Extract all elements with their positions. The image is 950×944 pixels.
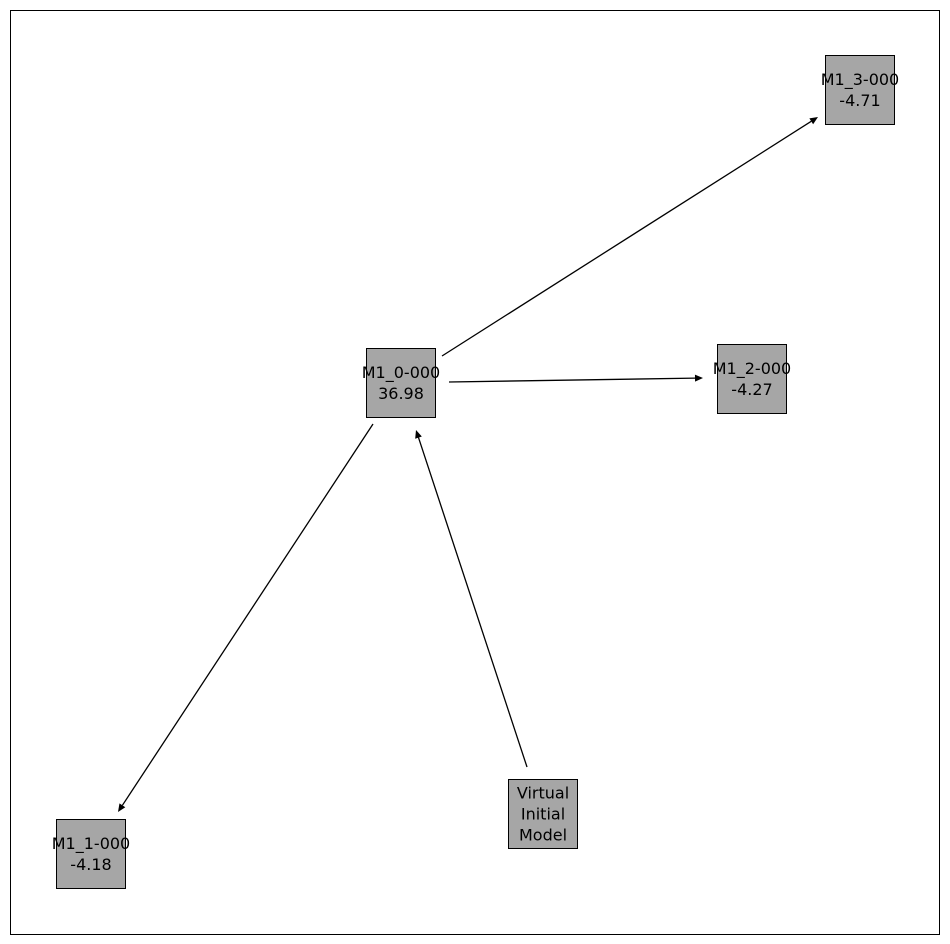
arrowhead-m1_0-to-m1_1 (118, 803, 126, 812)
node-label-virtual-line-1: Initial (521, 805, 565, 824)
node-box-m1_0 (366, 348, 436, 418)
arrowhead-m1_0-to-m1_3 (809, 117, 818, 125)
arrowhead-virtual-to-m1_0 (415, 430, 422, 439)
edges-layer (118, 117, 818, 812)
node-label-m1_2-line-0: M1_2-000 (713, 359, 791, 379)
node-label-virtual-line-0: Virtual (517, 784, 569, 803)
node-label-m1_3-line-0: M1_3-000 (821, 70, 899, 90)
node-label-m1_3-line-1: -4.71 (839, 91, 880, 110)
plot-frame (10, 10, 940, 935)
node-label-m1_0-line-0: M1_0-000 (362, 363, 440, 383)
edge-m1_0-to-m1_3 (441, 120, 812, 357)
node-box-m1_2 (717, 344, 787, 414)
node-label-virtual-line-2: Model (519, 826, 567, 845)
arrowhead-m1_0-to-m1_2 (694, 374, 703, 382)
node-box-m1_1 (56, 819, 126, 889)
edge-m1_0-to-m1_1 (121, 423, 374, 806)
node-box-m1_3 (825, 55, 895, 125)
node-m1_1: M1_1-000-4.18 (52, 819, 130, 889)
node-m1_2: M1_2-000-4.27 (713, 344, 791, 414)
node-label-m1_1-line-1: -4.18 (70, 855, 111, 874)
edge-m1_0-to-m1_2 (448, 377, 696, 383)
node-label-m1_0-line-1: 36.98 (378, 384, 424, 403)
edge-virtual-to-m1_0 (417, 437, 528, 768)
node-label-m1_2-line-1: -4.27 (731, 380, 772, 399)
nodes-layer: M1_0-00036.98M1_1-000-4.18M1_2-000-4.27M… (52, 55, 899, 889)
node-label-m1_1-line-0: M1_1-000 (52, 834, 130, 854)
node-m1_3: M1_3-000-4.71 (821, 55, 899, 125)
node-box-virtual (508, 779, 578, 849)
